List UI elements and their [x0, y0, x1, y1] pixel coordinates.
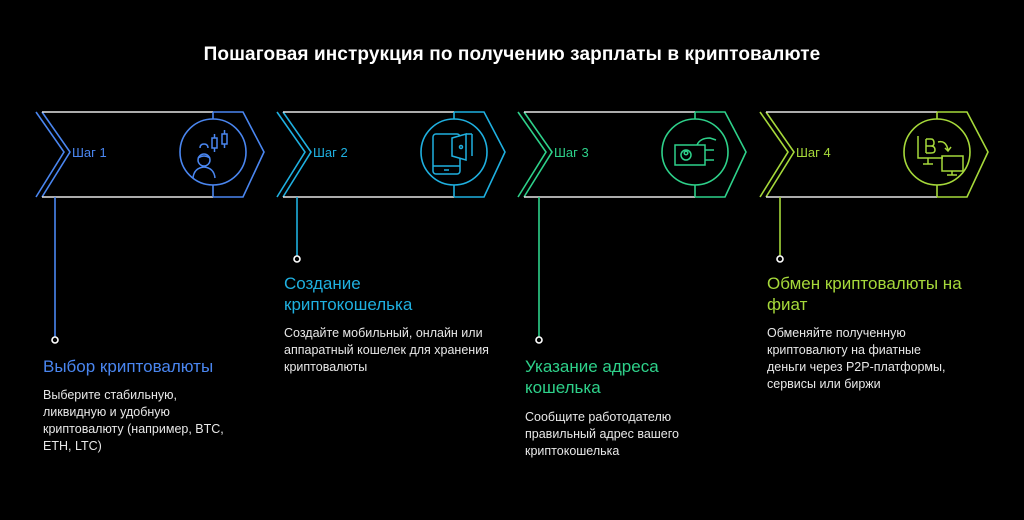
step-2-description: Создайте мобильный, онлайн или аппаратны…	[284, 326, 489, 374]
step-2-label: Шаг 2	[313, 145, 348, 160]
step-4-chevron	[759, 111, 989, 263]
step-4-heading: Обмен криптовалюты на фиат	[767, 274, 962, 314]
step-3-chevron	[517, 111, 747, 344]
step-4-description: Обменяйте полученную криптовалюту на фиа…	[767, 326, 946, 391]
step-3-description: Сообщите работодателю правильный адрес в…	[525, 410, 679, 458]
step-2-heading: Создание криптокошелька	[284, 274, 413, 314]
step-4-label: Шаг 4	[796, 145, 831, 160]
step-3-heading: Указание адреса кошелька	[525, 357, 659, 397]
step-1-heading: Выбор криптовалюты	[43, 357, 214, 376]
step-1-label: Шаг 1	[72, 145, 107, 160]
step-1-chevron	[35, 111, 265, 344]
step-1-description: Выберите стабильную, ликвидную и удобную…	[43, 388, 224, 453]
mobile-wallet-icon	[432, 133, 473, 175]
step-3-label: Шаг 3	[554, 145, 589, 160]
hand-card-icon	[674, 137, 717, 166]
page-title: Пошаговая инструкция по получению зарпла…	[203, 44, 821, 65]
step-2-chevron	[276, 111, 506, 263]
bitcoin-exchange-icon	[917, 136, 964, 176]
trader-candlestick-icon	[192, 130, 228, 179]
